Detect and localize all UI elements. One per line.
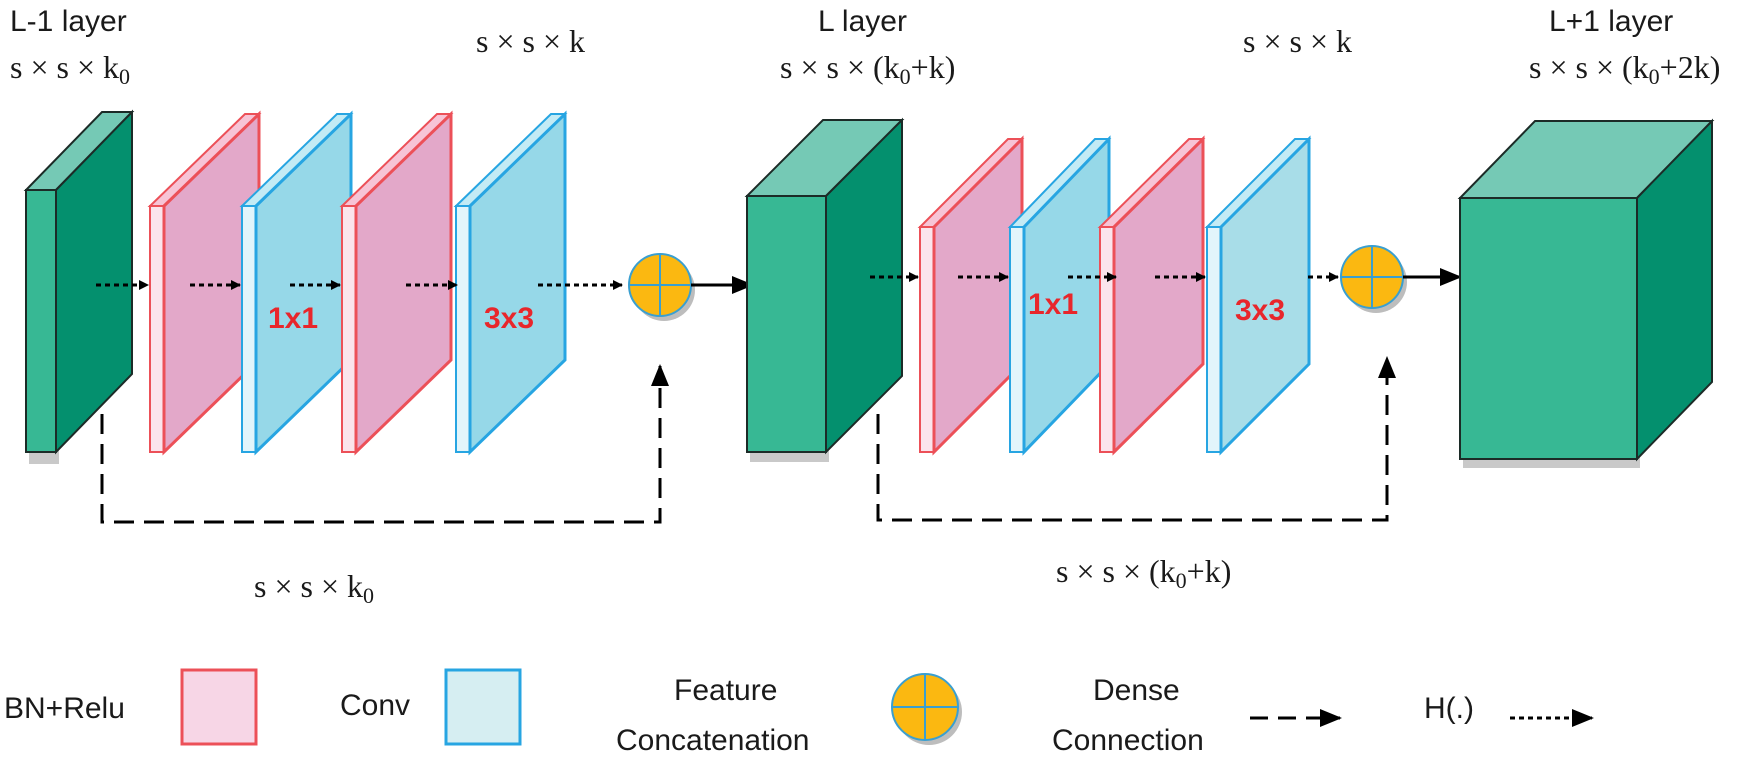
layer-l-minus-1-dim: s × s × k0 — [10, 49, 130, 89]
block1-bn-relu-slab-a — [147, 110, 262, 456]
legend-dense-label-2: Connection — [1052, 724, 1204, 757]
block2-conv-slab-1x1 — [1007, 135, 1112, 456]
block1-conv-slab-1x1 — [239, 110, 354, 456]
legend: BN+Relu Conv Feature Concatenation Dense… — [4, 668, 1594, 757]
block2-kernel-3x3: 3x3 — [1235, 294, 1285, 327]
block1-conv-slab-3x3 — [453, 110, 568, 456]
legend-conv-label: Conv — [340, 689, 410, 722]
layer-l-block — [744, 117, 905, 462]
legend-feature-label-1: Feature — [674, 674, 777, 707]
legend-bn-relu-swatch — [180, 668, 258, 746]
layer-l-minus-1-title: L-1 layer — [10, 5, 127, 38]
legend-bn-relu-label: BN+Relu — [4, 692, 125, 725]
concat-node-2 — [1340, 245, 1407, 313]
block2-kernel-1x1: 1x1 — [1028, 288, 1078, 321]
layer-l-title: L layer — [818, 5, 907, 38]
block1-bn-relu-slab-b — [339, 110, 454, 456]
legend-h-label: H(.) — [1424, 692, 1474, 725]
layer-l-plus-1-title: L+1 layer — [1549, 5, 1673, 38]
legend-feature-label-2: Concatenation — [616, 724, 809, 757]
concat-node-1 — [628, 253, 695, 321]
block1-kernel-1x1: 1x1 — [268, 302, 318, 335]
block1-growth-dim: s × s × k — [476, 23, 585, 59]
legend-concat-swatch — [891, 673, 962, 745]
legend-dense-label-1: Dense — [1093, 674, 1180, 707]
layer-l-plus-1-block — [1457, 118, 1715, 468]
dense-connection-2 — [876, 356, 1396, 522]
block2-bn-relu-slab-b — [1097, 135, 1206, 456]
block1-kernel-3x3: 3x3 — [484, 302, 534, 335]
dense-connection-2-dim: s × s × (k0+k) — [1056, 553, 1231, 593]
layer-l-dim: s × s × (k0+k) — [780, 49, 955, 89]
block2-conv-slab-3x3 — [1204, 135, 1312, 456]
block2-bn-relu-slab-a — [917, 135, 1025, 456]
block2-growth-dim: s × s × k — [1243, 23, 1352, 59]
dense-connection-1-dim: s × s × k0 — [254, 568, 374, 608]
legend-conv-swatch — [444, 668, 522, 746]
layer-l-minus-1-block — [23, 109, 135, 464]
layer-l-plus-1-dim: s × s × (k0+2k) — [1529, 49, 1720, 89]
